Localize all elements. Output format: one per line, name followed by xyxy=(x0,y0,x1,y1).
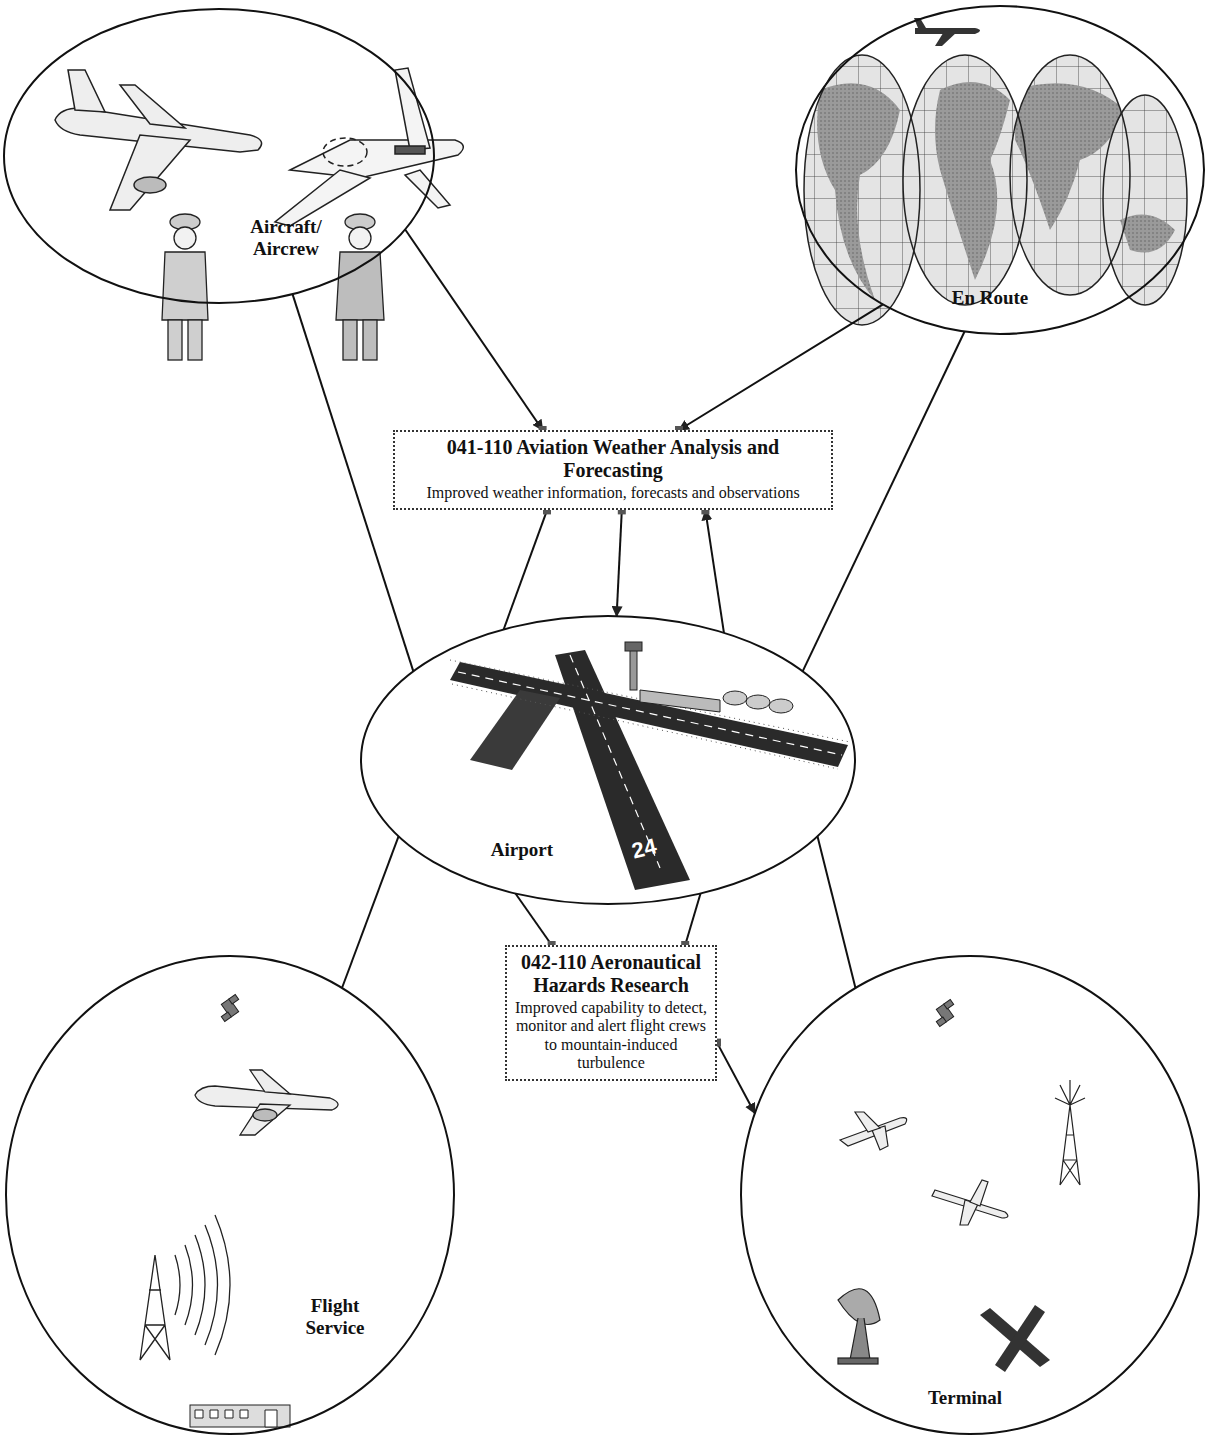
connector xyxy=(717,1043,755,1114)
node-title: 042-110 Aeronautical Hazards Research xyxy=(515,951,707,997)
antenna-tower xyxy=(1055,1080,1085,1185)
runway-number: 24 xyxy=(629,833,659,864)
crossed-runways-icon xyxy=(980,1305,1050,1372)
node-title: 041-110 Aviation Weather Analysis and Fo… xyxy=(403,436,823,482)
ellipse-outline xyxy=(5,955,455,1435)
connector xyxy=(617,510,622,616)
node-description: Improved weather information, forecasts … xyxy=(403,484,823,502)
node-title: Flight Service xyxy=(285,1295,385,1339)
node-title: En Route xyxy=(930,287,1050,309)
terminal-buildings xyxy=(625,642,793,713)
ellipse-outline xyxy=(795,5,1205,335)
airport-runways xyxy=(450,650,850,890)
station-building xyxy=(190,1405,290,1427)
node-title: Aircraft/ Aircrew xyxy=(231,216,341,260)
ellipse-outline xyxy=(740,955,1200,1435)
connector xyxy=(405,230,542,431)
connector xyxy=(705,510,724,632)
en-route-ellipse: En Route xyxy=(795,5,1205,335)
satellite-icon xyxy=(221,995,238,1022)
connector xyxy=(679,304,883,430)
pilot-figure xyxy=(162,214,208,360)
radio-tower xyxy=(140,1215,230,1360)
node-title: Airport xyxy=(472,839,572,861)
ellipse-outline xyxy=(3,8,435,304)
satellite-icon xyxy=(936,1000,953,1027)
radar-dish xyxy=(838,1289,880,1364)
airliner-icon xyxy=(55,70,262,210)
program-box: 041-110 Aviation Weather Analysis and Fo… xyxy=(393,430,833,510)
ellipse-outline xyxy=(360,615,856,905)
pilot-figure xyxy=(336,214,384,360)
connector xyxy=(515,894,551,945)
airliner-icon xyxy=(195,1070,338,1135)
connector xyxy=(685,894,700,945)
airliner-icon xyxy=(932,1180,1008,1225)
program-box: 042-110 Aeronautical Hazards ResearchImp… xyxy=(505,945,717,1081)
node-title: Terminal xyxy=(910,1387,1020,1409)
airliner-icon xyxy=(840,1112,907,1150)
airport-ellipse: Airport xyxy=(360,615,856,905)
connector xyxy=(504,510,547,629)
connector xyxy=(342,836,399,988)
connector xyxy=(817,836,855,988)
flight-service-ellipse: Flight Service xyxy=(5,955,455,1435)
aircraft-ellipse: Aircraft/ Aircrew xyxy=(3,8,435,304)
airliner-icon xyxy=(914,18,980,46)
propfan-aircraft-icon xyxy=(275,68,463,226)
terminal-ellipse: Terminal xyxy=(740,955,1200,1435)
node-description: Improved capability to detect, monitor a… xyxy=(515,999,707,1073)
